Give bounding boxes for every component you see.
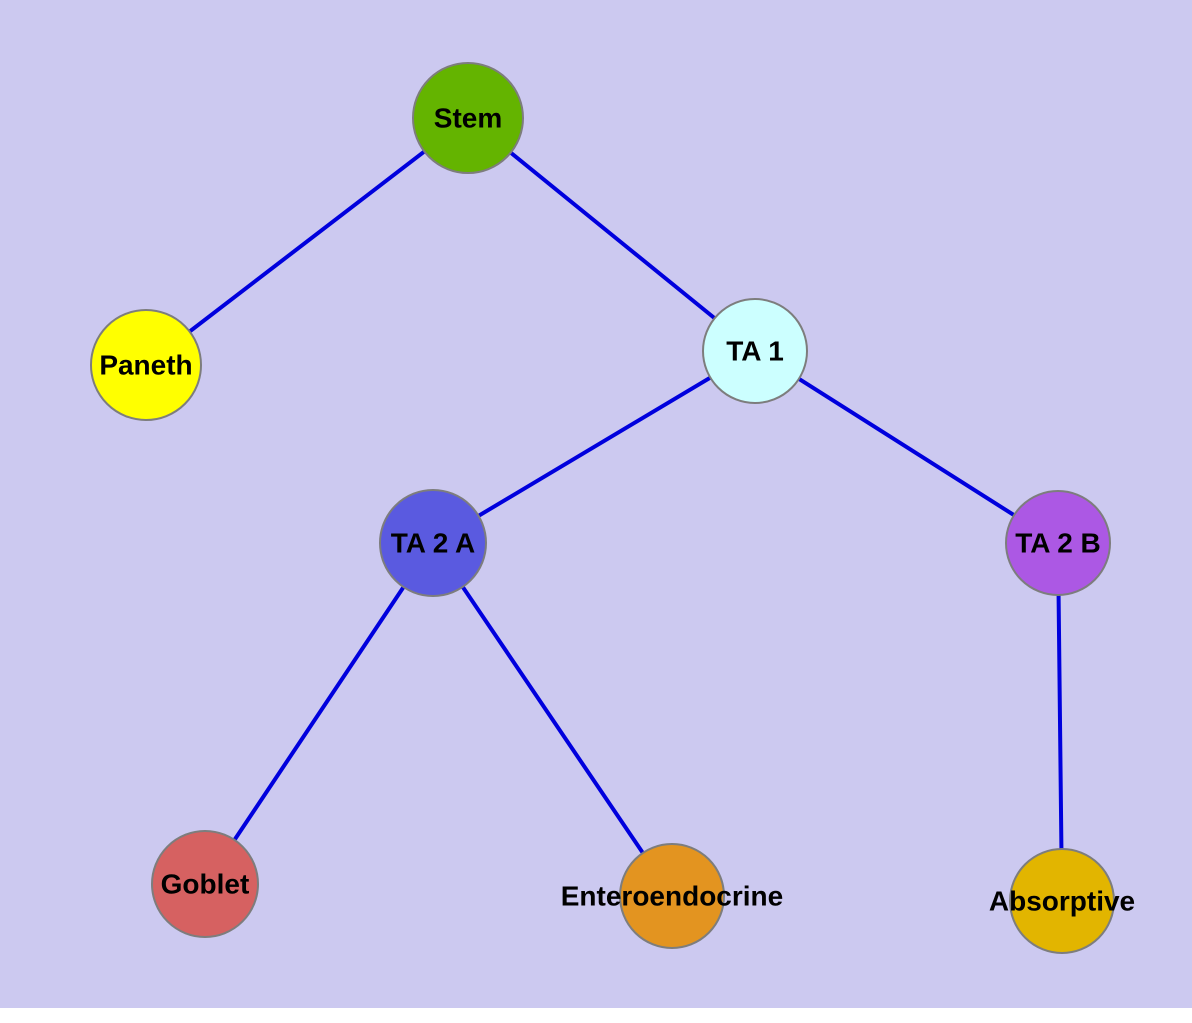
edge-stem-ta1 [466,116,757,353]
node-goblet[interactable] [151,830,259,938]
node-ta1[interactable] [702,298,808,404]
node-stem[interactable] [412,62,524,174]
edge-ta2a-goblet [203,541,435,886]
node-absorptive[interactable] [1009,848,1115,954]
node-enteroendocrine[interactable] [619,843,725,949]
node-ta2a[interactable] [379,489,487,597]
edge-ta2b-absorptive [1056,541,1064,903]
edge-ta1-ta2b [753,349,1060,545]
node-paneth[interactable] [90,309,202,421]
edge-ta2a-enteroendocrine [431,541,674,898]
edge-stem-paneth [144,116,470,367]
node-ta2b[interactable] [1005,490,1111,596]
edge-ta1-ta2a [431,349,757,545]
